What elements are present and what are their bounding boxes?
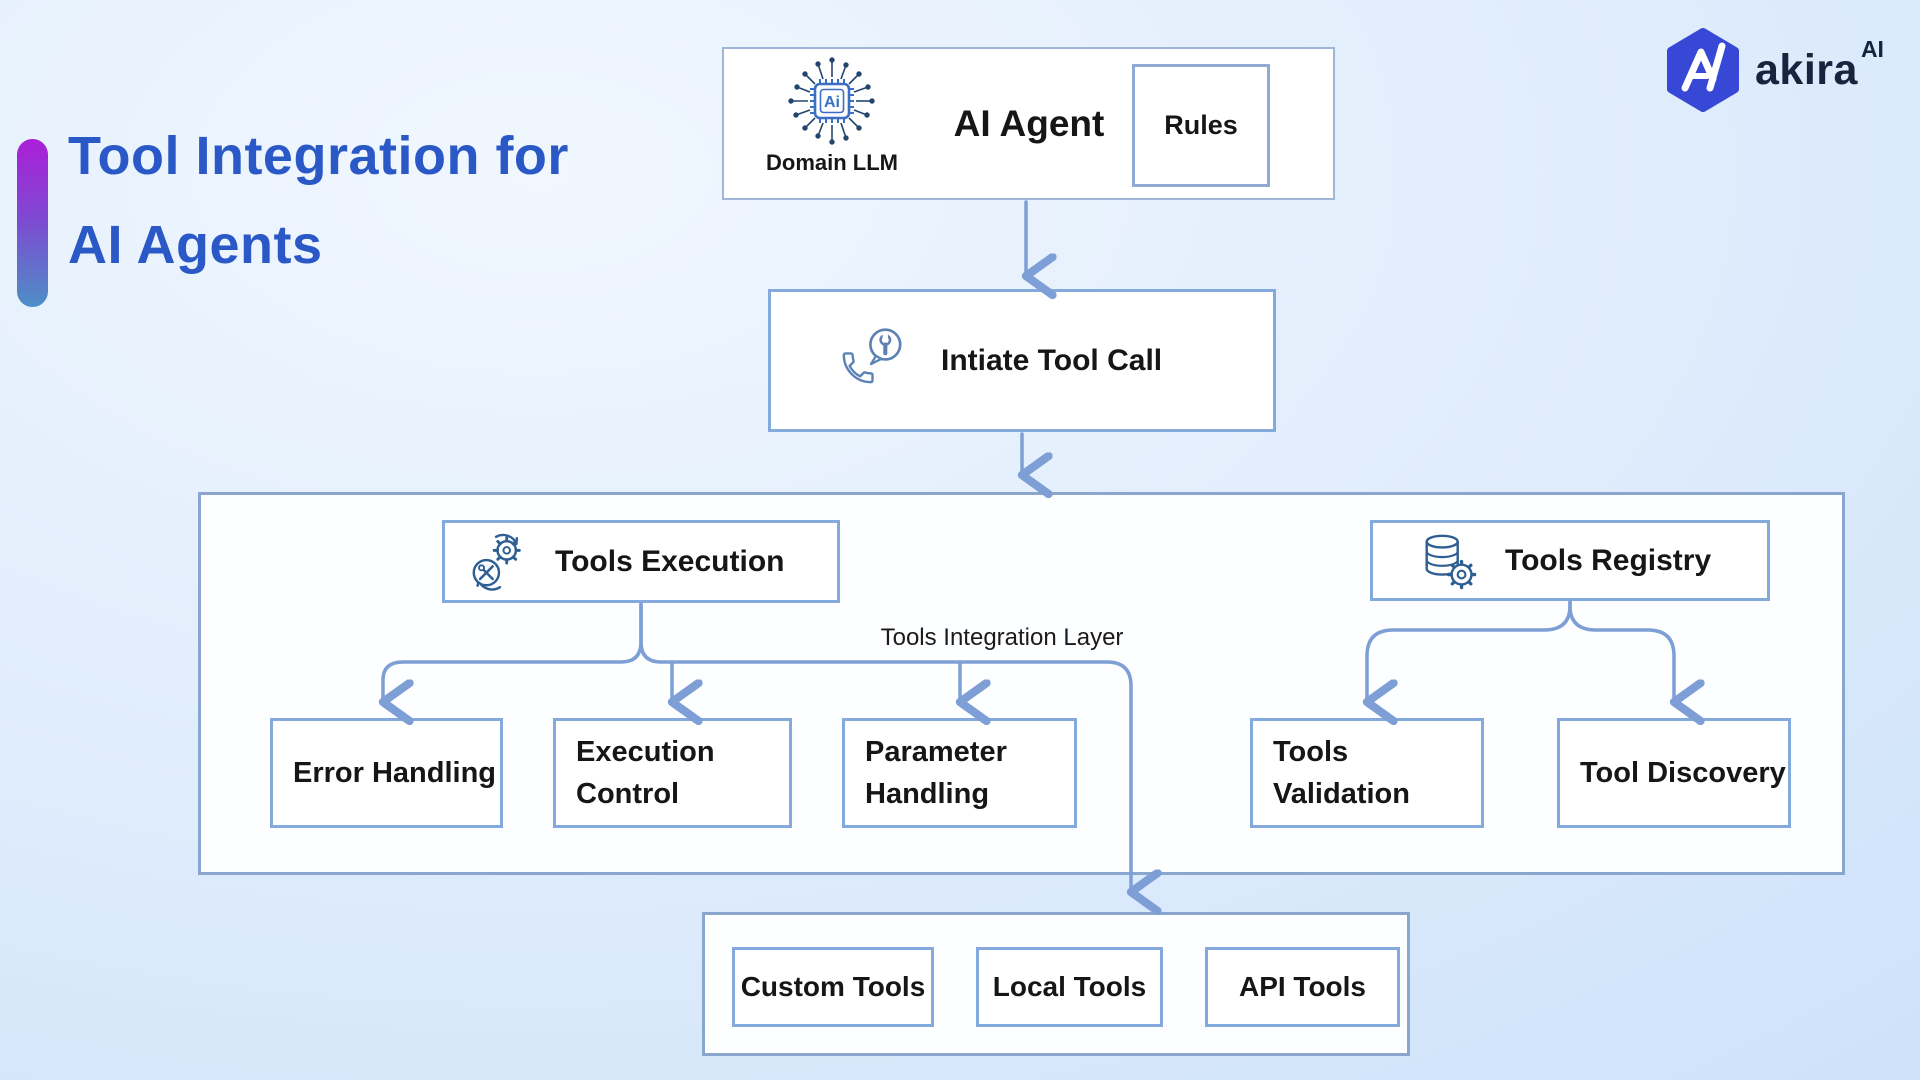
page-title-line1: Tool Integration for (68, 126, 569, 186)
tools-integration-layer-label: Tools Integration Layer (880, 624, 1124, 651)
hexagon-logo-icon (1667, 28, 1739, 112)
node-error-handling: Error Handling (270, 718, 503, 828)
title-accent-bar (17, 139, 48, 307)
database-gear-registry-icon (1425, 534, 1477, 589)
brand-superscript: AI (1860, 36, 1884, 62)
ai-agent-label: AI Agent (953, 103, 1105, 144)
tools-execution-box: Tools Execution (442, 520, 840, 603)
node-parameter-handling: Parameter Handling (842, 718, 1077, 828)
tools-execution-icon (472, 533, 521, 591)
initiate-tool-call-box: Intiate Tool Call (768, 289, 1276, 432)
rules-box: Rules (1132, 64, 1270, 187)
brand-logo: akira AI (1663, 28, 1884, 112)
domain-llm-caption: Domain LLM (766, 150, 898, 175)
bottom-tools-container: Custom Tools Local Tools API Tools (702, 912, 1410, 1056)
node-tool-discovery: Tool Discovery (1557, 718, 1791, 828)
tools-registry-box: Tools Registry (1370, 520, 1770, 601)
domain-llm-chip-icon: Ai (788, 57, 875, 145)
node-custom-tools: Custom Tools (732, 947, 934, 1027)
page-title-line2: AI Agents (68, 215, 323, 275)
brand-name: akira (1755, 46, 1858, 94)
initiate-tool-call-label: Intiate Tool Call (941, 343, 1163, 377)
phone-tool-call-icon (842, 327, 902, 383)
tools-registry-label: Tools Registry (1505, 543, 1712, 577)
node-local-tools: Local Tools (976, 947, 1163, 1027)
node-api-tools: API Tools (1205, 947, 1400, 1027)
domain-llm-block: Ai Domain LLM (752, 51, 912, 176)
node-execution-control: Execution Control (553, 718, 792, 828)
svg-text:Ai: Ai (824, 94, 840, 111)
node-tools-validation: Tools Validation (1250, 718, 1484, 828)
tools-execution-label: Tools Execution (555, 544, 785, 578)
page-title: Tool Integration for AI Agents (68, 112, 688, 290)
ai-agent-box: Ai Domain LLM AI Agent Rules (722, 47, 1335, 200)
